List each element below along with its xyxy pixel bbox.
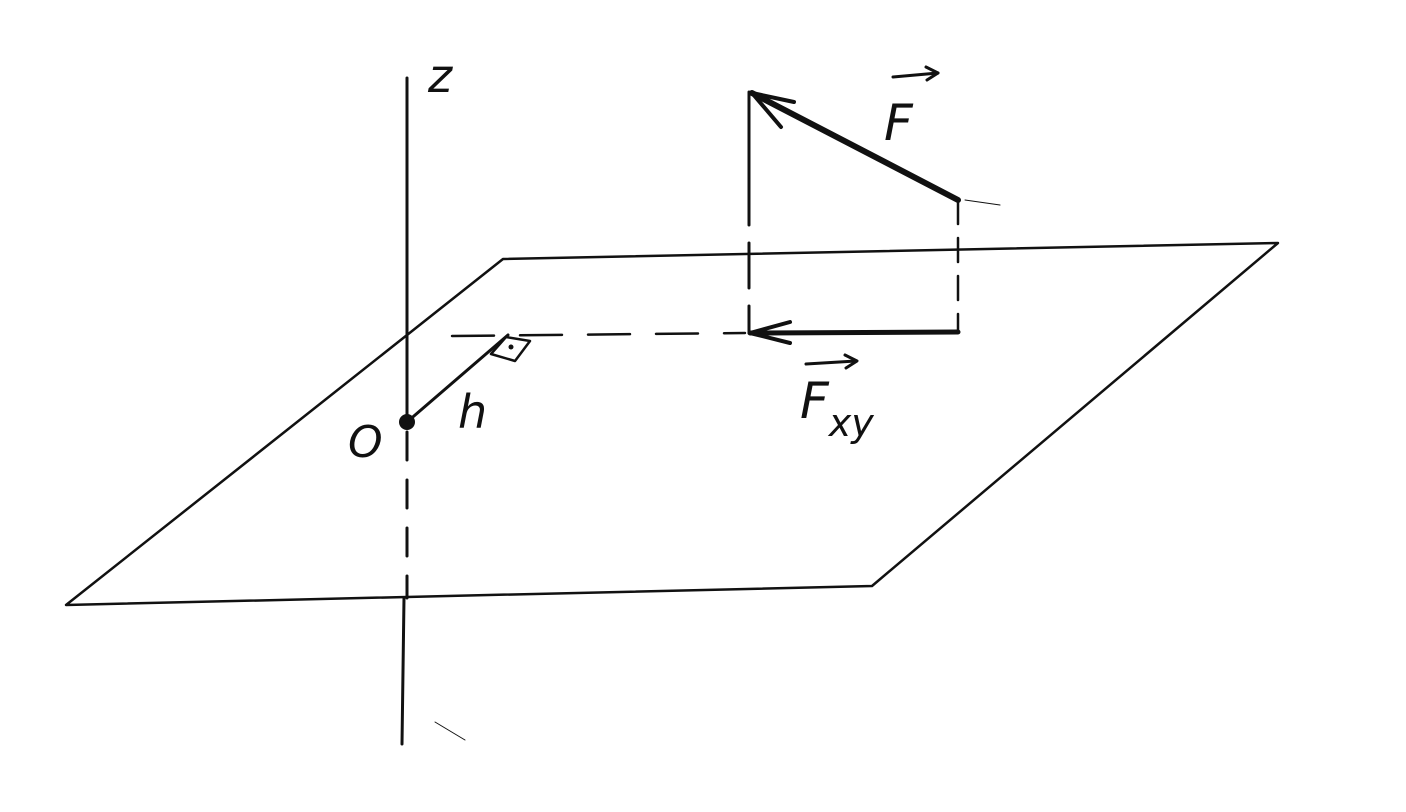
- force-projection-label-arrow: [804, 359, 858, 366]
- force-projection-label-arrowhead: [843, 353, 859, 370]
- force-label-arrow: [891, 71, 940, 79]
- fxy-line-of-action: [450, 331, 747, 338]
- force-vector: [749, 90, 961, 203]
- origin-label: O: [348, 417, 383, 468]
- scan-speck: [434, 721, 466, 741]
- scan-speck: [964, 199, 1001, 206]
- h-label: h: [458, 385, 487, 439]
- force-projection-letter: F: [800, 372, 830, 430]
- force-projection-subscript: xy: [828, 401, 874, 445]
- force-label-arrowhead: [924, 65, 940, 82]
- force-label: F: [884, 94, 914, 152]
- force-arrowhead: [750, 91, 796, 129]
- right-angle-dot: [508, 344, 514, 350]
- fxy-vector: [747, 329, 961, 336]
- force-projection-label: Fxy: [800, 372, 874, 445]
- z-axis-label: z: [427, 49, 453, 103]
- z-axis-lower-part: [400, 596, 406, 746]
- h-segment: [405, 333, 510, 424]
- xy-plane: [64, 241, 1280, 607]
- right-angle-marker: [489, 335, 532, 363]
